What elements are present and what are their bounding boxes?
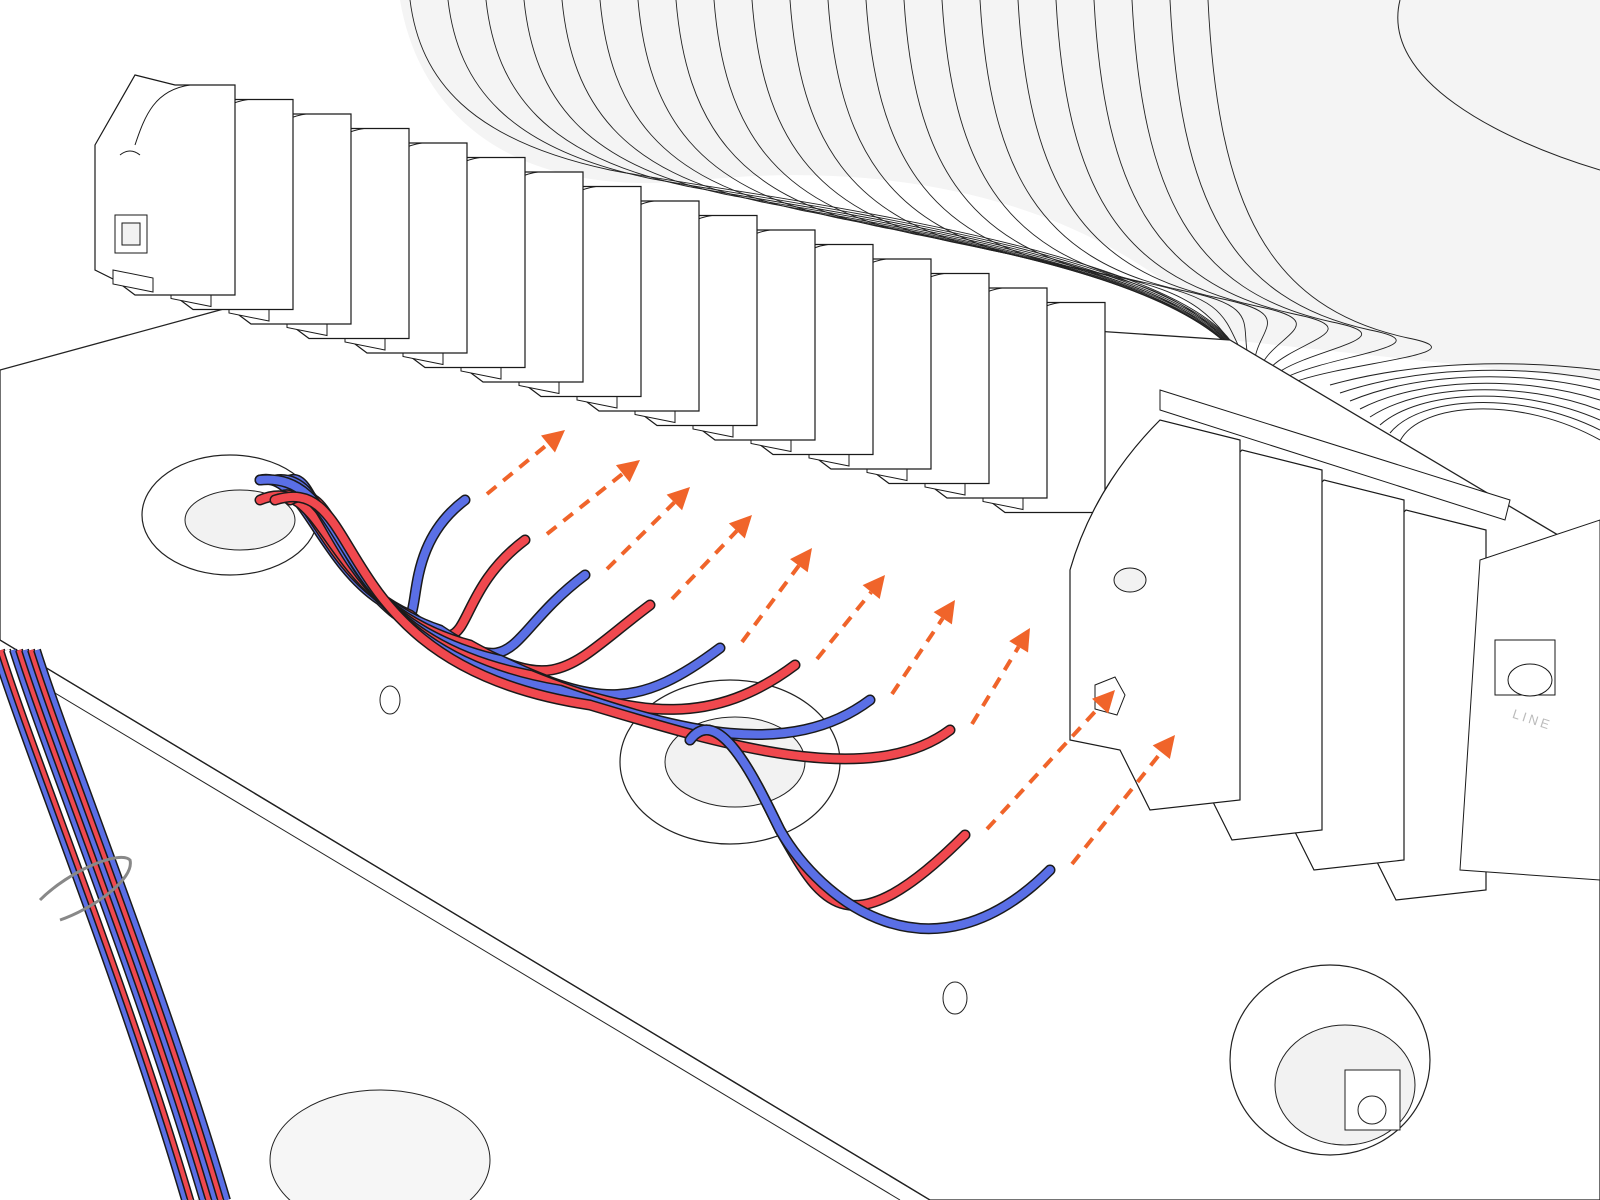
standoff bbox=[942, 981, 968, 1015]
harness-wire bbox=[28, 649, 224, 1200]
terminal-block bbox=[94, 74, 236, 296]
insertion-arrow-line bbox=[740, 564, 801, 644]
insertion-arrow-line bbox=[1070, 750, 1163, 866]
arrow-head-icon bbox=[933, 600, 955, 625]
breaker-group bbox=[1069, 389, 1600, 901]
harness-wire bbox=[10, 649, 206, 1200]
harness-wire bbox=[0, 649, 194, 1200]
insertion-arrow-line bbox=[485, 442, 550, 496]
arrow-head-icon bbox=[615, 460, 640, 483]
main-breaker bbox=[1459, 519, 1600, 881]
screw-hole bbox=[1113, 567, 1147, 593]
harness-wire bbox=[0, 657, 188, 1200]
harness-wire bbox=[4, 649, 200, 1200]
arrow-head-icon bbox=[1092, 690, 1115, 714]
insertion-arrow-line bbox=[815, 590, 873, 661]
insertion-arrows bbox=[485, 430, 1175, 866]
arrow-head-icon bbox=[666, 487, 690, 511]
arrow-head-icon bbox=[862, 575, 885, 600]
insertion-arrow-line bbox=[890, 617, 945, 696]
insertion-arrow-line bbox=[970, 645, 1021, 726]
arrow-head-icon bbox=[1152, 735, 1175, 760]
arrow-head-icon bbox=[728, 515, 752, 539]
arrow-head-icon bbox=[790, 548, 812, 573]
insertion-arrow-line bbox=[545, 472, 625, 536]
insertion-arrow-line bbox=[605, 501, 676, 571]
insertion-arrow-line bbox=[670, 529, 739, 601]
arrow-head-icon bbox=[541, 430, 565, 453]
insertion-arrow-line bbox=[985, 704, 1102, 831]
terminal-block-row bbox=[94, 74, 1106, 514]
wire-harness bbox=[0, 648, 231, 1200]
arrow-head-icon bbox=[1009, 628, 1030, 653]
standoff bbox=[379, 685, 401, 715]
circuit-breaker bbox=[1069, 419, 1241, 811]
harness-wire bbox=[22, 649, 218, 1200]
wires bbox=[254, 473, 1056, 935]
blue-wire bbox=[686, 726, 1054, 933]
harness-wire bbox=[16, 649, 212, 1200]
busbar-cover bbox=[1159, 389, 1511, 521]
background-shapes bbox=[400, 0, 1600, 442]
red-wire bbox=[271, 492, 954, 763]
cable-tie bbox=[38, 855, 132, 922]
